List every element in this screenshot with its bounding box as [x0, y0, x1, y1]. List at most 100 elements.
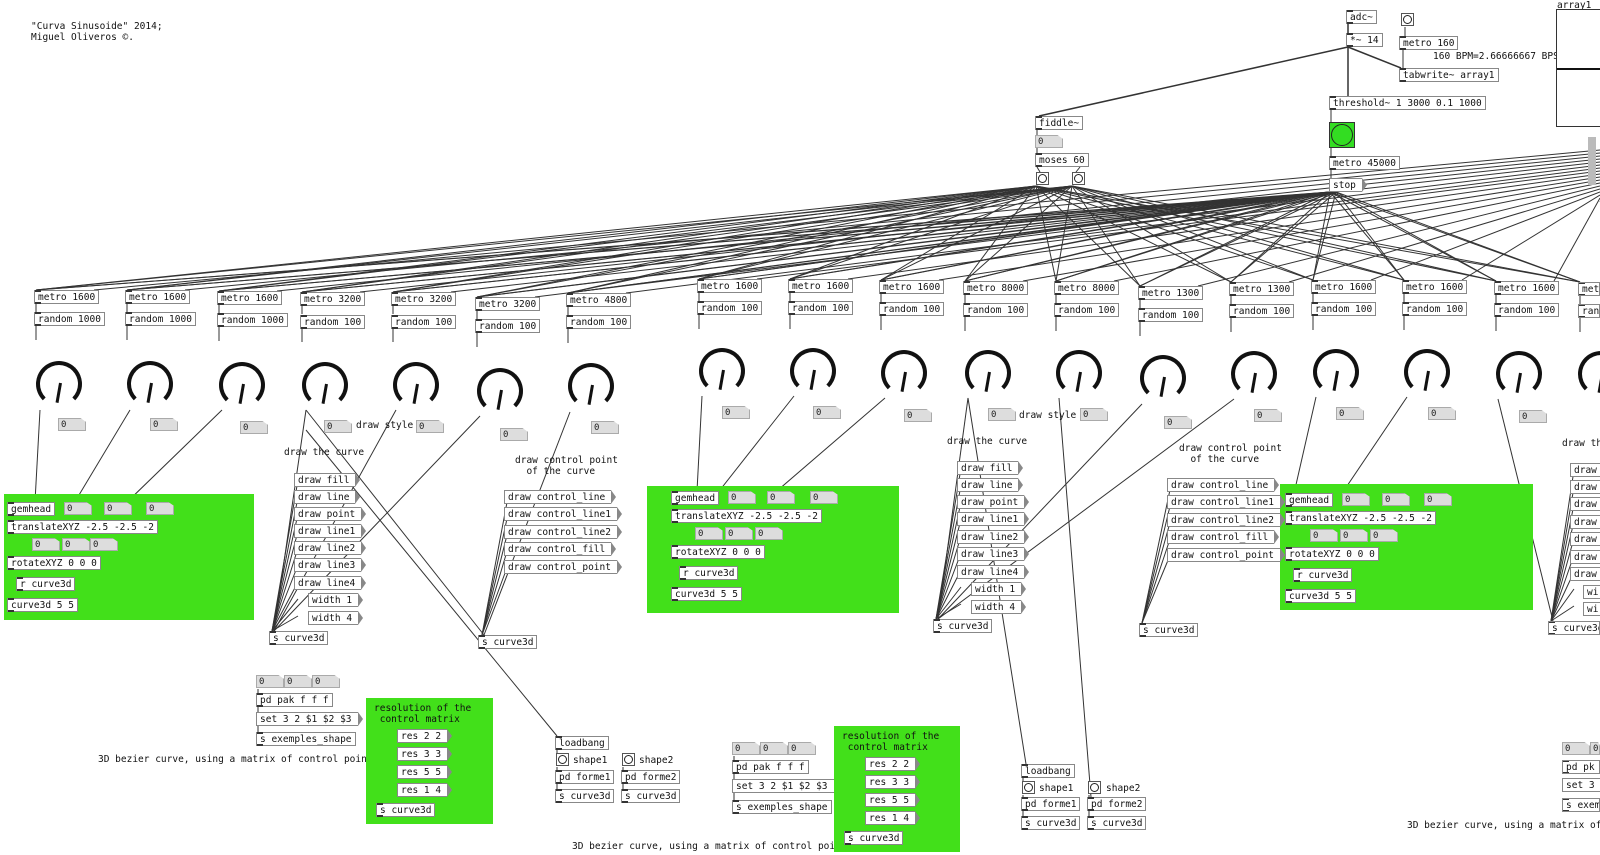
s-curve-object-cut[interactable]: s curve3d: [1548, 621, 1600, 635]
metro-45000-object[interactable]: metro 45000: [1329, 156, 1400, 170]
draw-message[interactable]: draw line2: [957, 530, 1030, 544]
metro-object[interactable]: metro 8000: [1054, 281, 1120, 295]
green-bang[interactable]: [1329, 122, 1355, 148]
number-box[interactable]: 0: [788, 742, 816, 755]
array-display[interactable]: [1556, 9, 1600, 127]
gemhead-object[interactable]: gemhead: [671, 491, 720, 505]
control-message[interactable]: draw control_point: [1167, 548, 1285, 562]
rotate-object[interactable]: rotateXYZ 0 0 0: [671, 545, 765, 559]
number-box[interactable]: 0: [767, 491, 795, 504]
random-object[interactable]: random 100: [879, 302, 945, 316]
random-object[interactable]: random 100: [788, 301, 854, 315]
metro-object[interactable]: metro 4800: [566, 293, 632, 307]
draw-message-cut[interactable]: draw: [1570, 515, 1600, 529]
knob[interactable]: [1404, 349, 1450, 395]
s-curve-object[interactable]: s curve3d: [1087, 816, 1147, 830]
number-box[interactable]: 0: [1428, 407, 1456, 420]
random-object[interactable]: random 100: [1229, 304, 1295, 318]
number-box[interactable]: 0: [256, 675, 284, 688]
shape1-bang[interactable]: [556, 753, 569, 766]
number-box[interactable]: 0: [904, 409, 932, 422]
control-message[interactable]: draw control_point: [504, 560, 622, 574]
stop-message[interactable]: stop: [1329, 178, 1367, 192]
metro-object[interactable]: metro 1600: [34, 290, 100, 304]
metro-object[interactable]: metro 1600: [788, 279, 854, 293]
loadbang-object[interactable]: loadbang: [1021, 764, 1075, 778]
random-object[interactable]: random 100: [566, 315, 632, 329]
knob[interactable]: [477, 368, 523, 414]
res-message[interactable]: res 2 2: [865, 757, 921, 771]
moses-bang-right[interactable]: [1072, 172, 1085, 185]
shape2-bang[interactable]: [1088, 781, 1101, 794]
width-message[interactable]: width 1: [971, 582, 1027, 596]
number-box[interactable]: 0: [64, 502, 92, 515]
metro-object[interactable]: metro 3200: [300, 292, 366, 306]
knob[interactable]: [1313, 349, 1359, 395]
control-message[interactable]: draw control_line1: [504, 507, 622, 521]
metro-object[interactable]: metro 8000: [963, 281, 1029, 295]
random-object[interactable]: random 100: [697, 301, 763, 315]
random-object-cut[interactable]: random: [1578, 304, 1600, 318]
pak-object-cut[interactable]: pd pk: [1562, 760, 1600, 774]
knob[interactable]: [965, 350, 1011, 396]
knob[interactable]: [219, 362, 265, 408]
curve3d-object[interactable]: curve3d 5 5: [7, 598, 78, 612]
number-box[interactable]: 0: [813, 406, 841, 419]
s-curve-object[interactable]: s curve3d: [478, 635, 538, 649]
random-object[interactable]: random 100: [1054, 303, 1120, 317]
random-object[interactable]: random 100: [475, 319, 541, 333]
control-message[interactable]: draw control_line: [504, 490, 617, 504]
width-message[interactable]: width 1: [308, 593, 364, 607]
forme1-object[interactable]: pd forme1: [1021, 797, 1081, 811]
draw-message[interactable]: draw line1: [957, 512, 1030, 526]
random-object[interactable]: random 100: [1311, 302, 1377, 316]
gemhead-object[interactable]: gemhead: [7, 502, 56, 516]
gemhead-object[interactable]: gemhead: [1285, 493, 1334, 507]
knob[interactable]: [699, 348, 745, 394]
knob[interactable]: [790, 348, 836, 394]
draw-message-cut[interactable]: draw: [1570, 480, 1600, 494]
draw-message-cut[interactable]: draw: [1570, 567, 1600, 581]
number-box[interactable]: 0: [1562, 742, 1590, 755]
draw-message[interactable]: draw line3: [294, 558, 367, 572]
moses-bang-left[interactable]: [1036, 172, 1049, 185]
draw-message[interactable]: draw line: [957, 478, 1025, 492]
tabwrite-object[interactable]: tabwrite~ array1: [1399, 68, 1499, 82]
threshold-object[interactable]: threshold~ 1 3000 0.1 1000: [1329, 96, 1486, 110]
number-box[interactable]: 0: [1254, 409, 1282, 422]
random-object[interactable]: random 100: [963, 303, 1029, 317]
moses-object[interactable]: moses 60: [1035, 153, 1089, 167]
number-box[interactable]: 0: [58, 418, 86, 431]
metro-object[interactable]: metro 1600: [1402, 280, 1468, 294]
number-box[interactable]: 0: [1336, 407, 1364, 420]
fiddle-object[interactable]: fiddle~: [1035, 116, 1084, 130]
curve3d-object[interactable]: curve3d 5 5: [671, 587, 742, 601]
number-box[interactable]: 0: [284, 675, 312, 688]
draw-message-cut[interactable]: draw: [1570, 497, 1600, 511]
s-curve-object[interactable]: s curve3d: [1139, 623, 1199, 637]
res-message[interactable]: res 5 5: [865, 793, 921, 807]
number-box[interactable]: 0: [1519, 410, 1547, 423]
number-box[interactable]: 0: [1310, 529, 1338, 542]
random-object[interactable]: random 100: [391, 315, 457, 329]
metro-object[interactable]: metro 1600: [217, 291, 283, 305]
s-exemples-object[interactable]: s exemples_shape: [732, 800, 832, 814]
r-curve-object[interactable]: r curve3d: [1293, 568, 1353, 582]
metro-object[interactable]: metro 1600: [125, 290, 191, 304]
width-message[interactable]: width 4: [971, 600, 1027, 614]
forme1-object[interactable]: pd forme1: [555, 770, 615, 784]
s-curve-object[interactable]: s curve3d: [1021, 816, 1081, 830]
metro-object[interactable]: metro 1300: [1138, 286, 1204, 300]
adc-object[interactable]: adc~: [1346, 10, 1377, 24]
s-exemples-object[interactable]: s exemples_shape: [256, 732, 356, 746]
metro-object[interactable]: metro 1600: [879, 280, 945, 294]
draw-message[interactable]: draw line: [294, 490, 362, 504]
number-box[interactable]: 0: [32, 538, 60, 551]
random-object[interactable]: random 100: [300, 315, 366, 329]
number-box[interactable]: 0: [1370, 529, 1398, 542]
draw-message[interactable]: draw point: [294, 507, 367, 521]
number-box[interactable]: 0: [695, 527, 723, 540]
r-curve-object[interactable]: r curve3d: [16, 577, 76, 591]
number-box[interactable]: 0: [810, 491, 838, 504]
